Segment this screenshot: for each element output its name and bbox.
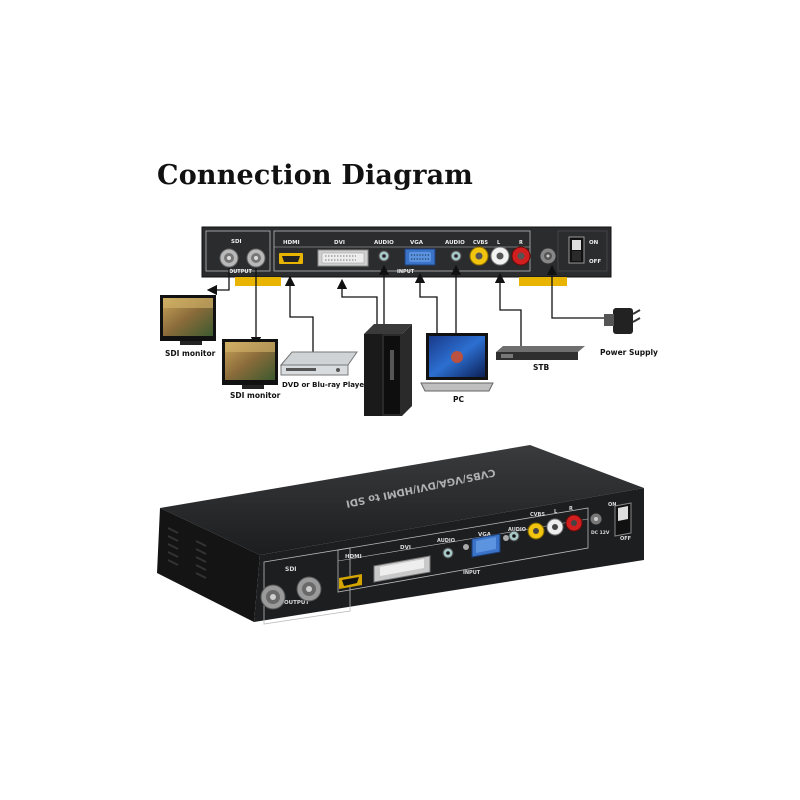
panel-vga-label: VGA [410,240,424,246]
product-dvi-port [373,555,431,583]
sdi-monitor-1-label: SDI monitor [165,349,216,358]
product-output-label: OUTPUT [284,600,309,606]
panel-off-label: OFF [589,259,601,265]
audio-jack-2 [450,250,462,262]
panel-input-label: INPUT [397,269,415,275]
rca-audio-r-port [511,246,531,266]
product-r-label: R [569,506,573,512]
sdi-monitor-2 [222,339,278,389]
rca-audio-l-port [490,246,510,266]
product-audio2-label: AUDIO [508,527,526,533]
panel-audio1-label: AUDIO [374,240,394,246]
product-sdi-label: SDI [285,566,297,573]
product-audio-jack-1 [442,547,454,559]
product-dc-jack [589,512,603,526]
panel-on-label: ON [589,240,599,246]
power-adapter [604,308,641,334]
panel-sdi-label: SDI [231,239,242,245]
product-vga-port [463,533,509,558]
rear-panel: SDI OUTPUT HDMI DVI AUDIO VGA AUDIO CVBS… [201,226,612,286]
product-power-switch [614,502,632,537]
product-rca-l [546,518,564,536]
pc-label: PC [453,395,464,404]
panel-r-label: R [519,240,523,246]
product-audio1-label: AUDIO [437,538,455,544]
rca-cvbs-port [469,246,489,266]
product-dvi-label: DVI [400,545,411,551]
product-bnc-2 [296,576,322,602]
stb-label: STB [533,363,550,372]
product-cvbs-label: CVBS [530,512,545,518]
sdi-monitor-2-label: SDI monitor [230,391,281,400]
product-rca-cvbs [527,522,545,540]
product-input-label: INPUT [463,570,481,576]
product-l-label: L [554,509,558,515]
laptop-pc [420,333,494,392]
panel-hdmi-label: HDMI [283,240,300,246]
stb-box [496,346,585,360]
product-on-label: ON [608,502,616,508]
panel-l-label: L [497,240,501,246]
product-rca-r [565,514,583,532]
product-vga-label: VGA [478,532,492,538]
connection-lines [206,264,608,352]
product-bnc-1 [260,584,286,610]
vga-port [404,248,436,266]
hdmi-port [279,253,303,264]
panel-dvi-label: DVI [334,240,345,246]
sdi-bnc-port-1 [219,248,239,268]
sdi-bnc-port-2 [246,248,266,268]
dvi-port [317,249,369,267]
panel-output-label: OUTPUT [229,269,252,275]
product-hdmi-port [339,574,362,589]
dvd-player [279,351,358,376]
dc-power-jack [539,247,557,265]
audio-jack-1 [378,250,390,262]
pc-tower [364,324,412,416]
diagram-title: Connection Diagram [157,160,474,191]
product-off-label: OFF [620,536,631,542]
product-audio-jack-2 [508,530,520,542]
sdi-monitor-1 [160,295,216,345]
panel-audio2-label: AUDIO [445,240,465,246]
product-device: CVBS/VGA/DVI/HDMI to SDI SDI OUTPUT HDMI… [157,445,644,625]
power-switch [568,236,585,264]
panel-cvbs-label: CVBS [473,240,488,246]
product-hdmi-label: HDMI [345,554,362,560]
product-dc-label: DC 12V [591,530,610,536]
power-supply-label: Power Supply [600,348,658,357]
dvd-player-label: DVD or Blu-ray Player [282,381,368,389]
